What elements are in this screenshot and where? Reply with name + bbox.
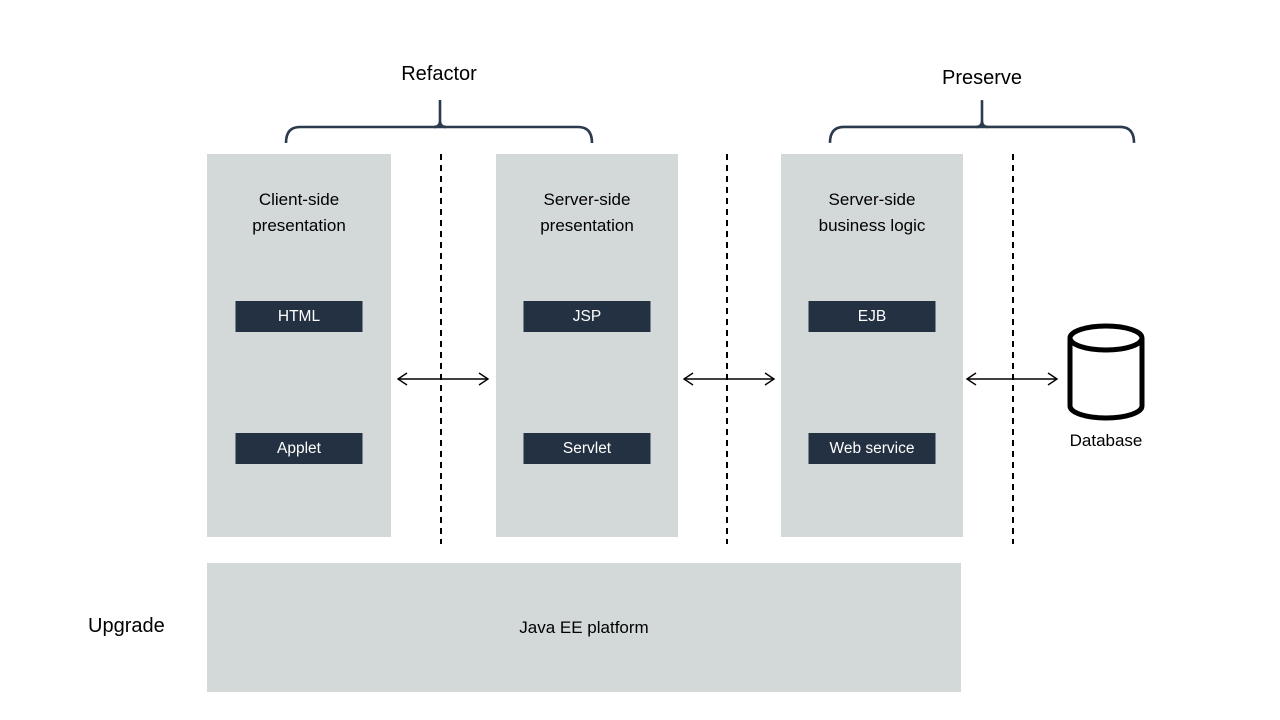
server-side-business-logic-tier: Server-side business logic EJB Web servi… bbox=[781, 154, 963, 537]
tier-title-line1: Server-side bbox=[828, 190, 916, 209]
tier-title-line2: presentation bbox=[252, 216, 346, 235]
tier-title: Server-side presentation bbox=[496, 187, 678, 239]
double-arrow-icon bbox=[965, 372, 1059, 386]
java-ee-platform-bar: Java EE platform bbox=[207, 563, 961, 692]
tier-title-line2: business logic bbox=[818, 216, 926, 235]
tier-divider-dashed-line bbox=[440, 154, 442, 544]
tier-title-line2: presentation bbox=[540, 216, 634, 235]
double-arrow-icon bbox=[396, 372, 490, 386]
client-side-presentation-tier: Client-side presentation HTML Applet bbox=[207, 154, 391, 537]
module-jsp: JSP bbox=[523, 301, 651, 332]
tier-title: Server-side business logic bbox=[781, 187, 963, 239]
module-applet: Applet bbox=[235, 433, 363, 464]
tier-divider-dashed-line bbox=[1012, 154, 1014, 544]
upgrade-label: Upgrade bbox=[88, 615, 165, 637]
tier-title-line1: Client-side bbox=[258, 190, 340, 209]
double-arrow-icon bbox=[682, 372, 776, 386]
refactor-label: Refactor bbox=[401, 63, 477, 85]
preserve-label: Preserve bbox=[941, 67, 1023, 89]
refactor-brace-icon bbox=[284, 100, 594, 144]
server-side-presentation-tier: Server-side presentation JSP Servlet bbox=[496, 154, 678, 537]
tier-title-line1: Server-side bbox=[543, 190, 631, 209]
module-ejb: EJB bbox=[808, 301, 936, 332]
tier-title: Client-side presentation bbox=[207, 187, 391, 239]
database-label: Database bbox=[1069, 431, 1143, 450]
database-cylinder-icon bbox=[1067, 323, 1145, 421]
module-servlet: Servlet bbox=[523, 433, 651, 464]
module-html: HTML bbox=[235, 301, 363, 332]
module-web-service: Web service bbox=[808, 433, 936, 464]
tier-divider-dashed-line bbox=[726, 154, 728, 544]
platform-label: Java EE platform bbox=[519, 617, 649, 637]
preserve-brace-icon bbox=[828, 100, 1136, 143]
